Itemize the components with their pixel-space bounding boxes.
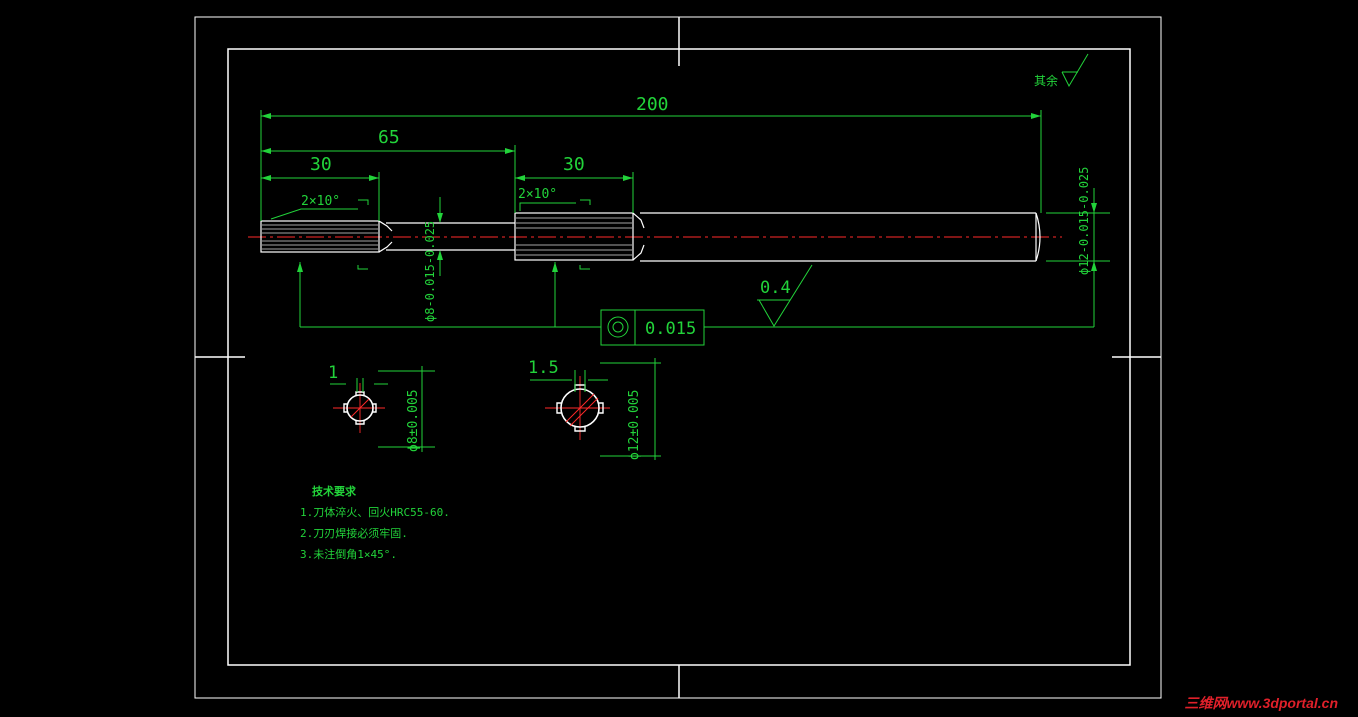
svg-text:2×10°: 2×10° [518, 187, 557, 202]
svg-text:1: 1 [328, 363, 338, 383]
dim-length-30-right: 30 [563, 154, 585, 175]
dimension-30-left: 30 [261, 154, 380, 221]
shaft-outline [260, 212, 1041, 262]
roughness-04: 0.4 [757, 264, 813, 327]
dimension-dia-small: ϕ8-0.015-0.025 [423, 197, 443, 322]
note-item: 1.刀体淬火、回火HRC55-60. [300, 506, 450, 519]
svg-text:0.4: 0.4 [760, 278, 791, 298]
svg-text:2×10°: 2×10° [301, 194, 340, 209]
runout-tolerance: 0.015 [297, 262, 1095, 346]
surface-roughness-note: 其余 [1034, 53, 1089, 88]
dimension-dia-large: ϕ12-0.015-0.025 [1046, 167, 1110, 284]
surface-label: 其余 [1034, 73, 1058, 88]
section-mark-a [357, 265, 368, 270]
svg-text:ϕ12±0.005: ϕ12±0.005 [627, 390, 642, 460]
dim-dia-large: ϕ12-0.015-0.025 [1077, 167, 1091, 275]
dimension-65: 65 [261, 127, 516, 213]
notes-title: 技术要求 [312, 485, 356, 498]
dim-length-30-left: 30 [310, 154, 332, 175]
technical-requirements: 技术要求 1.刀体淬火、回火HRC55-60. 2.刀刃焊接必须牢固. 3.未注… [300, 481, 450, 565]
centering-marks [195, 17, 1161, 698]
inner-border [227, 48, 1131, 666]
svg-text:ϕ8±0.005: ϕ8±0.005 [406, 389, 421, 452]
note-item: 3.未注倒角1×45°. [300, 548, 397, 561]
outer-border [194, 16, 1162, 699]
note-item: 2.刀刃焊接必须牢固. [300, 527, 408, 540]
tolerance-value: 0.015 [645, 319, 696, 339]
dimension-200: 200 [260, 94, 1042, 221]
dimension-30-right: 30 [515, 154, 634, 213]
dim-overall-length: 200 [636, 94, 669, 115]
chamfer-left: 2×10° [270, 194, 369, 220]
dim-dia-small: ϕ8-0.015-0.025 [423, 221, 437, 322]
section-view-large: 1.5 ϕ12±0.005 [528, 358, 661, 460]
dim-length-65: 65 [378, 127, 400, 148]
chamfer-right: 2×10° [518, 187, 591, 211]
section-mark-b [579, 265, 590, 270]
section-view-small: 1 ϕ8±0.005 [328, 363, 435, 452]
watermark: 三维网www.3dportal.cn [1184, 695, 1339, 711]
svg-text:1.5: 1.5 [528, 358, 559, 378]
